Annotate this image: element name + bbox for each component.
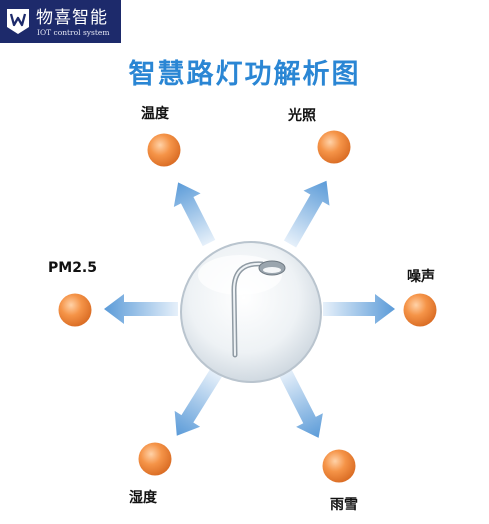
node-pm25 (58, 293, 92, 327)
logo-name: 物喜智能 (36, 8, 108, 28)
arrow-illumination (283, 180, 330, 248)
node-illumination (317, 130, 351, 164)
diagram-title: 智慧路灯功解析图 (128, 59, 361, 90)
node-noise (403, 293, 437, 327)
arrow-noise (323, 294, 395, 324)
label-humidity: 湿度 (129, 490, 157, 506)
arrow-temperature (173, 182, 216, 247)
node-humidity (138, 442, 172, 476)
label-noise: 噪声 (407, 269, 435, 285)
logo-w-icon (7, 9, 29, 34)
label-pm25: PM2.5 (48, 260, 97, 276)
logo-subtitle: IOT control system (37, 28, 110, 37)
arrow-humidity (174, 369, 222, 436)
label-illumination: 光照 (288, 108, 316, 124)
arrow-rain-snow (278, 368, 323, 438)
label-rain-snow: 雨雪 (330, 497, 358, 513)
street-lamp-icon (231, 260, 286, 358)
street-lamp-hub (180, 241, 322, 383)
arrow-pm25 (104, 294, 178, 324)
node-rain-snow (322, 449, 356, 483)
company-logo: 物喜智能 IOT control system (0, 0, 121, 43)
label-temperature: 温度 (141, 106, 169, 122)
node-temperature (147, 133, 181, 167)
